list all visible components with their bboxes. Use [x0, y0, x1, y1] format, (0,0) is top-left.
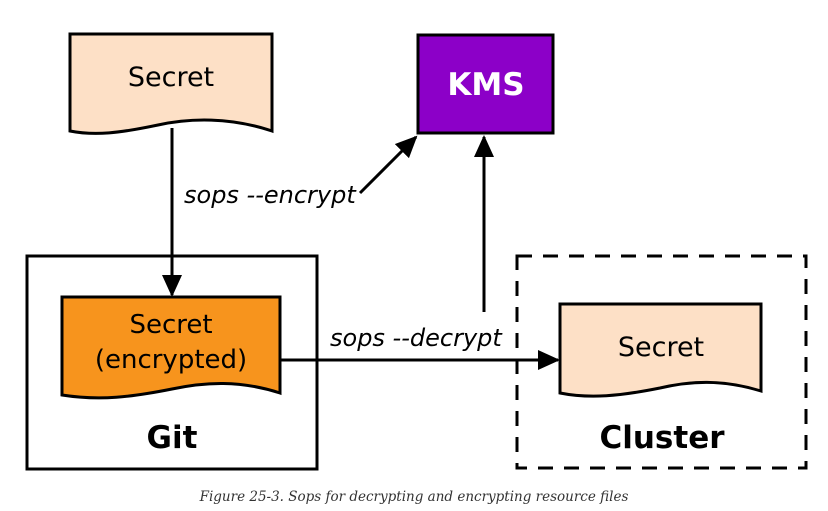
cluster-label: Cluster — [599, 420, 725, 456]
encrypt-edge-label: sops --encrypt — [184, 181, 357, 209]
git-label: Git — [147, 420, 198, 456]
secret-encrypted-document-shape — [60, 295, 282, 400]
secret-top-label: Secret — [128, 62, 214, 93]
secret-cluster-node: Secret — [558, 302, 763, 398]
edge-encrypt-to-kms — [358, 135, 418, 195]
secret-cluster-label: Secret — [618, 332, 704, 363]
kms-node: KMS — [416, 33, 555, 135]
decrypt-edge-label: sops --decrypt — [330, 324, 503, 352]
kms-label: KMS — [447, 67, 524, 103]
secret-encrypted-node: Secret (encrypted) — [60, 295, 282, 400]
secret-encrypted-label-line1: Secret — [129, 310, 212, 340]
secret-cluster-document-shape — [558, 302, 763, 398]
secret-top-document-shape — [68, 32, 274, 135]
secret-top-node: Secret — [68, 32, 274, 135]
figure-caption: Figure 25-3. Sops for decrypting and enc… — [199, 489, 629, 505]
secret-encrypted-label-line2: (encrypted) — [95, 345, 247, 375]
